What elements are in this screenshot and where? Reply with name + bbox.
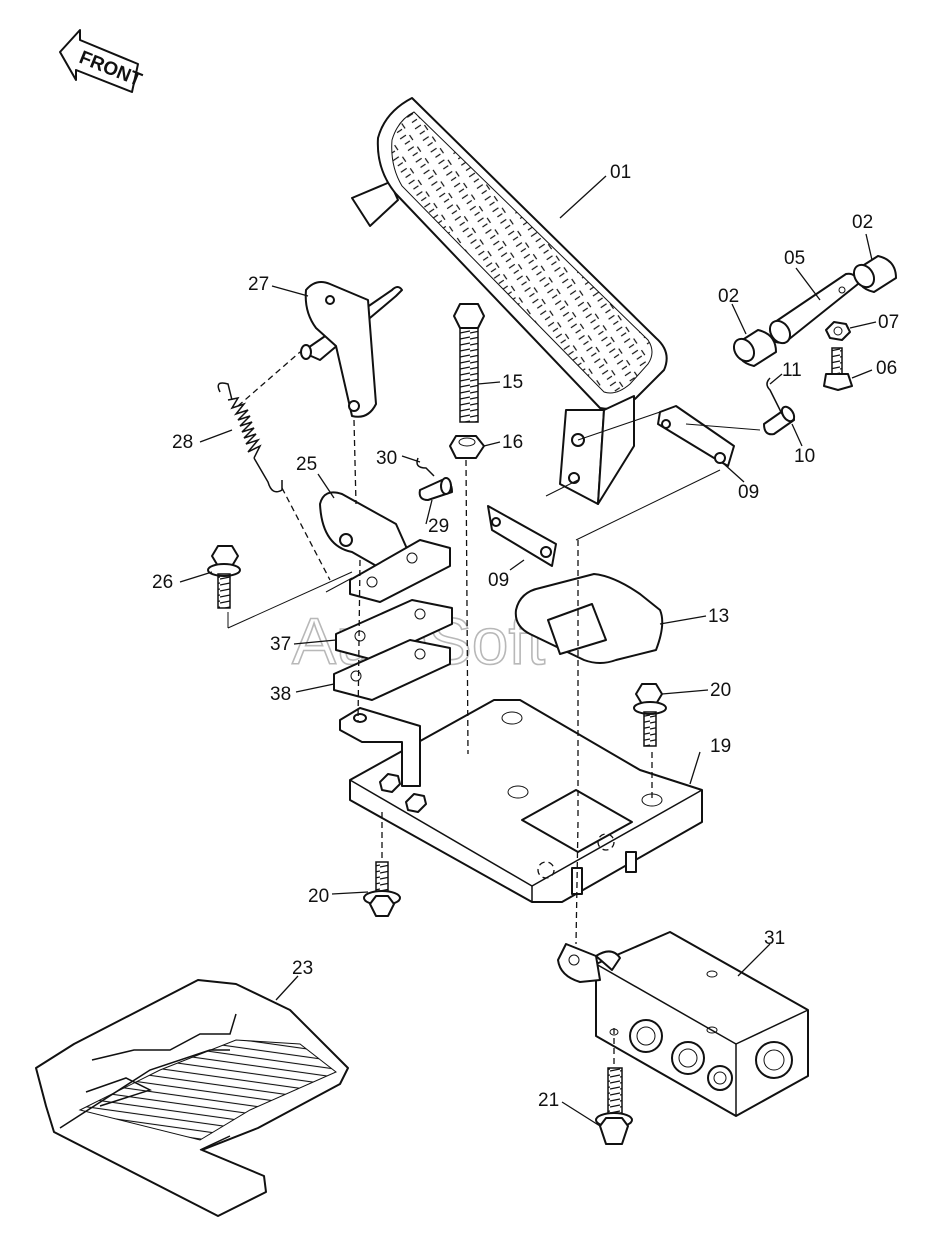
label-27: 27 (248, 274, 269, 295)
label-20-left: 20 (308, 886, 329, 907)
label-05: 05 (784, 248, 805, 269)
part-bolt-20b (363, 861, 401, 917)
part-bracket-25 (319, 491, 451, 603)
label-10: 10 (794, 446, 815, 467)
part-plate-38 (333, 639, 451, 701)
label-29: 29 (428, 516, 449, 537)
label-37: 37 (270, 634, 291, 655)
part-nut-07 (825, 321, 851, 341)
assembly-lines (227, 351, 761, 1068)
label-20-right: 20 (710, 680, 731, 701)
part-plate-37 (335, 599, 453, 661)
part-pedal (351, 97, 668, 505)
label-06: 06 (876, 358, 897, 379)
label-09-right: 09 (738, 482, 759, 503)
label-25: 25 (296, 454, 317, 475)
label-02-right: 02 (852, 212, 873, 233)
part-nut-16 (449, 435, 485, 459)
part-plate-09b (487, 505, 557, 567)
label-16: 16 (502, 432, 523, 453)
part-bushing-02a (732, 329, 777, 367)
part-cotter-11 (766, 377, 783, 415)
part-bolt-26 (207, 545, 241, 609)
part-bolt-20a (633, 683, 667, 747)
part-bolt-06 (823, 347, 853, 391)
part-base-plate-19 (339, 699, 703, 903)
label-11: 11 (782, 360, 802, 381)
part-cover-13 (514, 573, 664, 664)
part-valve-block-31 (557, 931, 809, 1117)
part-labels: 01 02 05 02 07 06 11 10 09 09 13 15 16 2… (152, 162, 899, 1111)
part-bushing-02b (852, 255, 897, 293)
label-28: 28 (172, 432, 193, 453)
label-01: 01 (610, 162, 631, 183)
label-02-left: 02 (718, 286, 739, 307)
label-15: 15 (502, 372, 523, 393)
part-pin-29 (418, 477, 453, 501)
front-arrow-icon: FRONT (59, 29, 145, 93)
label-30: 30 (376, 448, 397, 469)
label-38: 38 (270, 684, 291, 705)
part-cotter-30 (416, 457, 435, 477)
label-26: 26 (152, 572, 173, 593)
label-13: 13 (708, 606, 729, 627)
part-pin-10 (763, 405, 796, 436)
part-plate-09a (657, 405, 735, 467)
label-31: 31 (764, 928, 785, 949)
label-09-left: 09 (488, 570, 509, 591)
part-lever-27 (300, 281, 403, 418)
part-bolt-15 (453, 303, 485, 423)
part-bolt-21 (595, 1067, 633, 1145)
part-spring-28 (217, 382, 283, 493)
label-19: 19 (710, 736, 731, 757)
label-21: 21 (538, 1090, 559, 1111)
leader-lines (179, 175, 877, 1127)
part-floor-mat-23 (35, 979, 349, 1217)
label-23: 23 (292, 958, 313, 979)
label-07: 07 (878, 312, 899, 333)
